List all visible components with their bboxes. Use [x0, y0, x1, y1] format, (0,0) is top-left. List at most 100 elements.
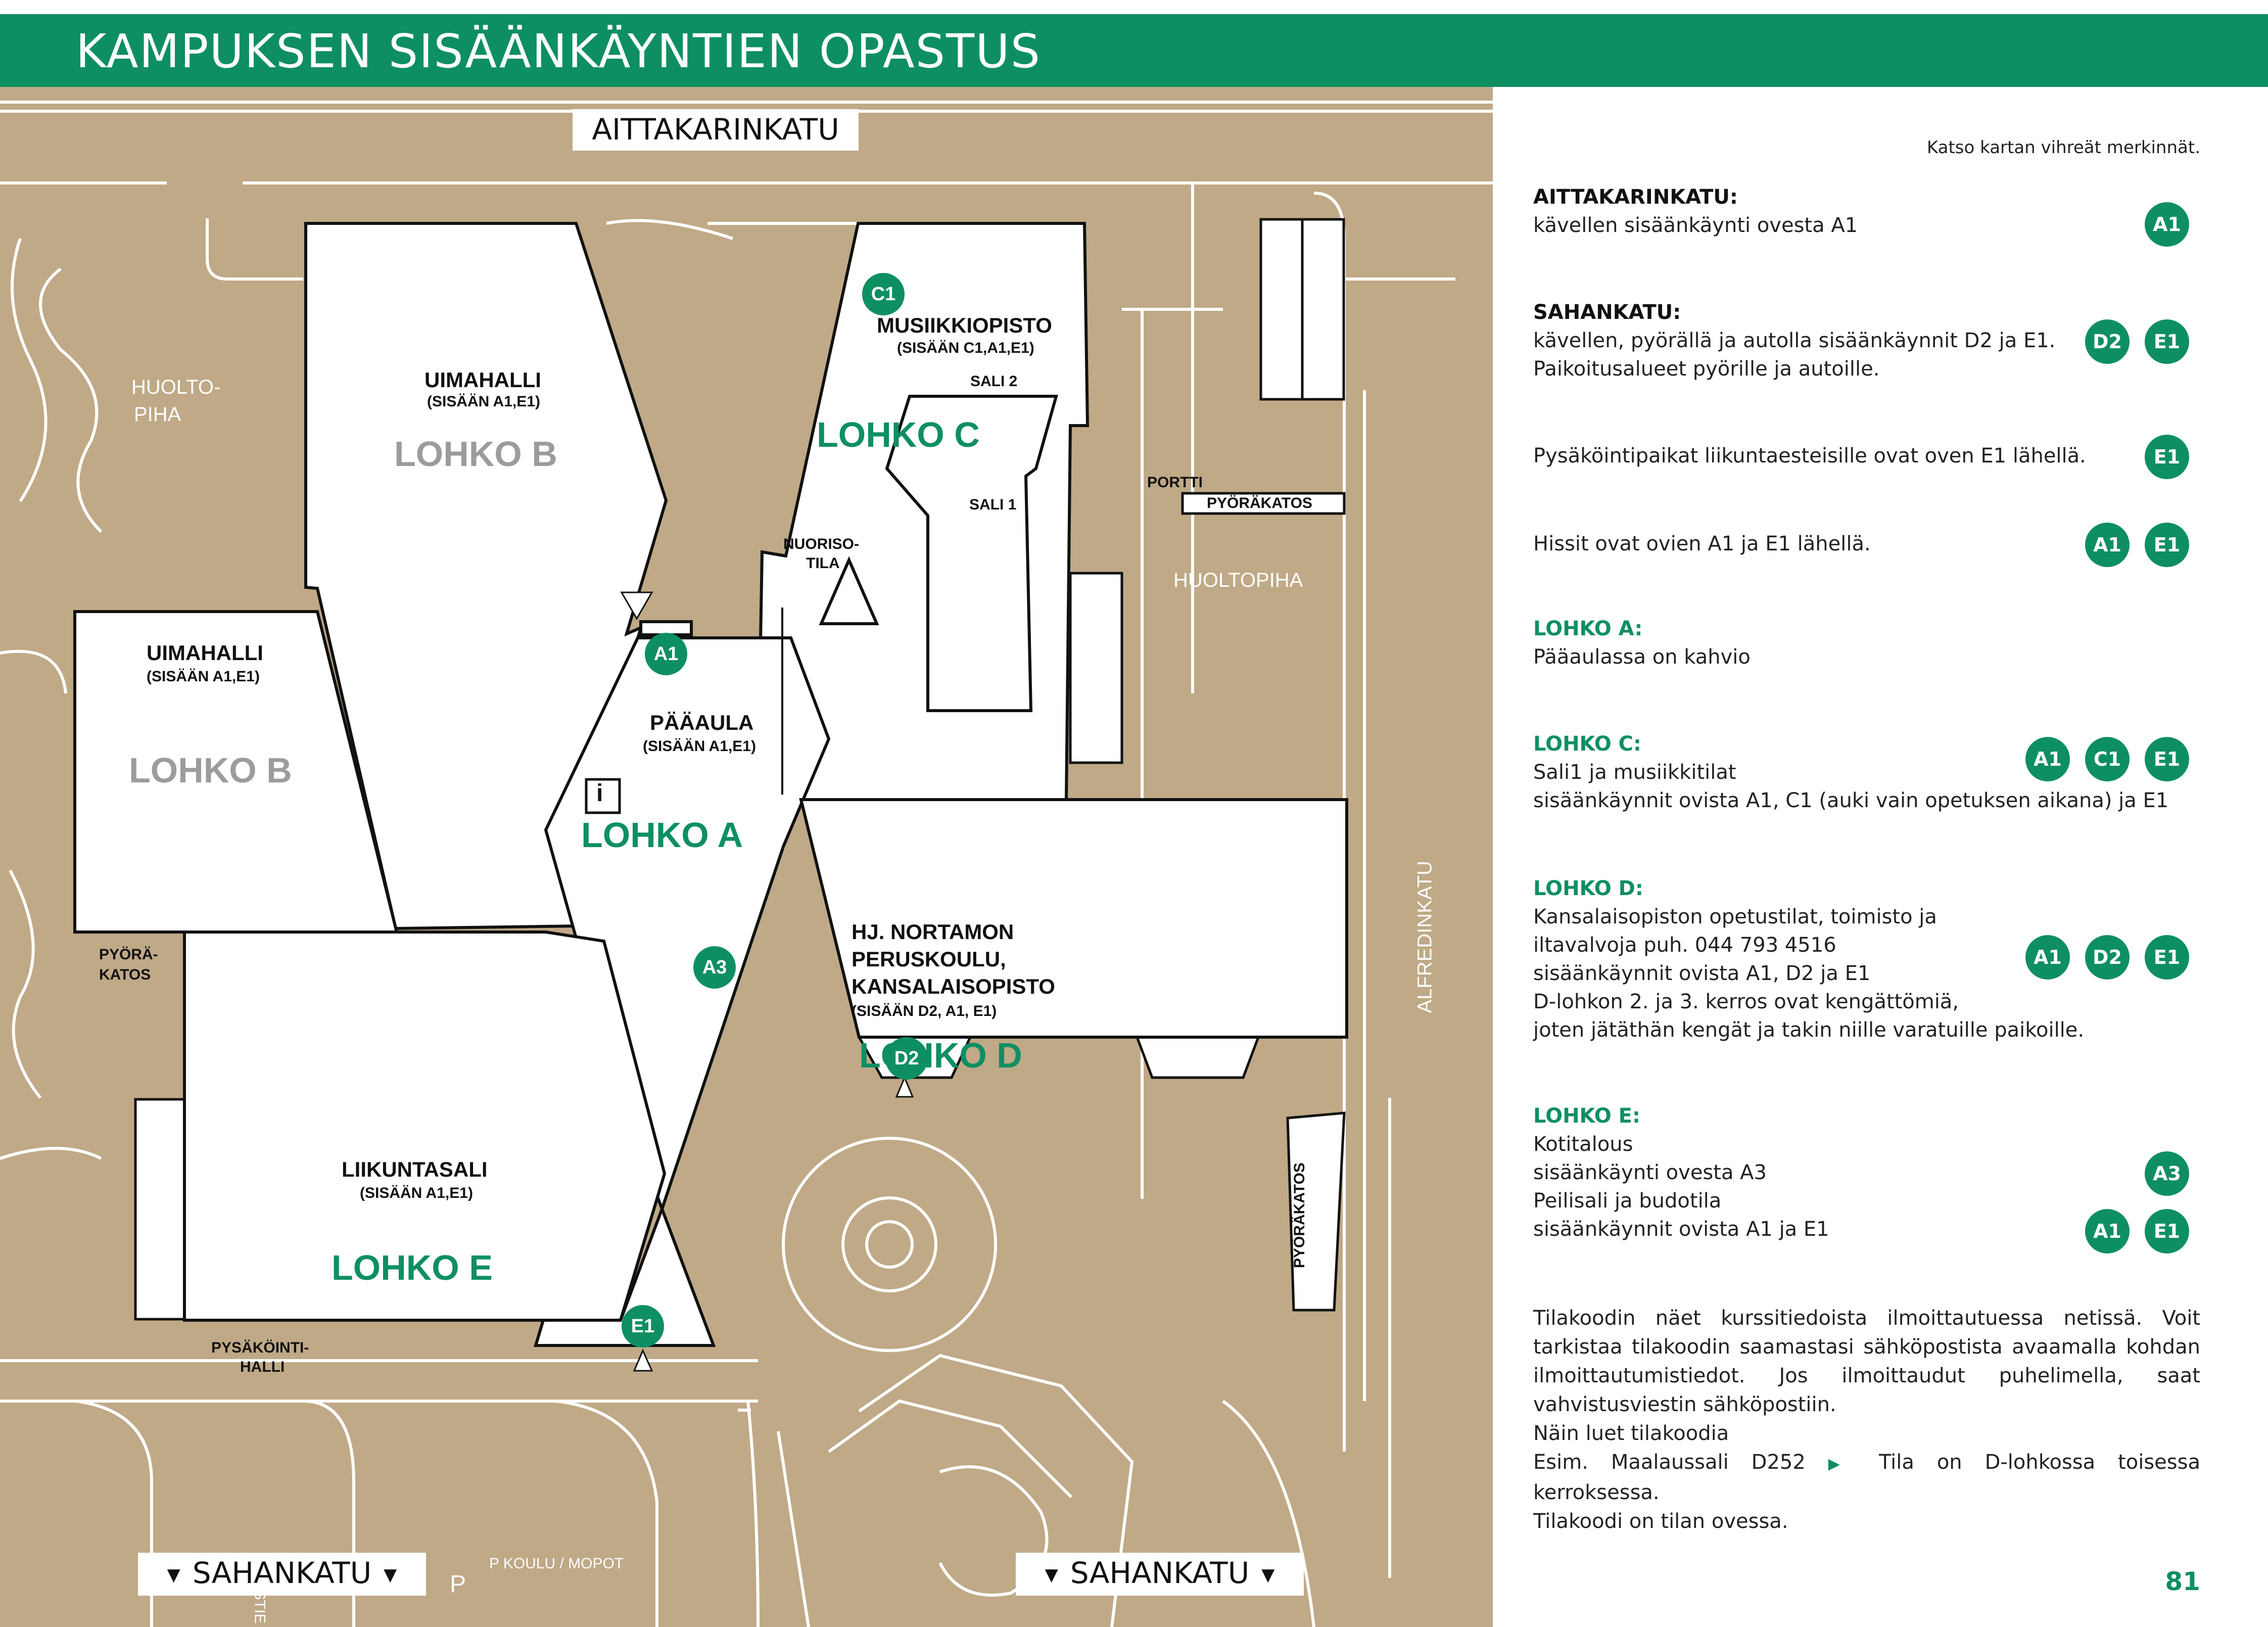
panel-intro: Katso kartan vihreät merkinnät.: [1926, 137, 2200, 158]
lohko-d: LOHKO D: [859, 1036, 1022, 1075]
street-sahankatu-west: ▼SAHANKATU▼: [138, 1553, 426, 1596]
note-example: Esim. Maalaussali D252 ▶ Tila on D-lohko…: [1533, 1448, 2200, 1507]
nortamo-line3: KANSALAISOPISTO: [852, 974, 1055, 998]
section-lohko-d-line1: Kansalaisopiston opetustilat, toimisto j…: [1533, 905, 1937, 928]
pyorakatos-east: PYÖRÄKATOS: [1291, 1163, 1308, 1268]
pysakointihalli-line1: PYSÄKÖINTI-: [211, 1339, 309, 1356]
section-lohko-d-line5: joten jätäthän kengät ja takin niille va…: [1533, 1018, 2085, 1042]
south-complex: [777, 1354, 1315, 1627]
roundabout: [782, 1137, 997, 1352]
badge-e1: E1: [2145, 935, 2189, 980]
triangle-right-icon: ▶: [1828, 1455, 1857, 1473]
pyorakatos-west-line1: PYÖRÄ-: [99, 946, 158, 963]
nuorisotila-line2: TILA: [806, 555, 840, 572]
street-sahankatu-east: ▼SAHANKATU▼: [1016, 1553, 1304, 1596]
section-lohko-c-heading: LOHKO C:: [1533, 732, 1642, 756]
uimahalli-top-sub: (SISÄÄN A1,E1): [427, 393, 540, 410]
nortamo-sub: (SISÄÄN D2, A1, E1): [852, 1003, 997, 1019]
pyorakatos-west-line2: KATOS: [99, 966, 151, 983]
section-lohko-c-line1: Sali1 ja musiikkitilat: [1533, 761, 1736, 784]
door-d2[interactable]: D2: [885, 1037, 928, 1080]
lohko-e: LOHKO E: [332, 1248, 493, 1287]
musiikkiopisto-sub: (SISÄÄN C1,A1,E1): [897, 340, 1034, 356]
badge-d2: D2: [2085, 319, 2130, 364]
lohko-b-top: LOHKO B: [394, 434, 557, 474]
liikuntasali-name: LIIKUNTASALI: [342, 1157, 488, 1181]
lohko-b-left: LOHKO B: [129, 751, 292, 790]
section-lohko-e-line2: sisäänkäynti ovesta A3: [1533, 1161, 1767, 1184]
nuorisotila-line1: NUORISO-: [783, 536, 859, 552]
road-lines: [0, 101, 1493, 1627]
uimahalli-top-name: UIMAHALLI: [424, 368, 541, 392]
stie-label: STIE: [251, 1590, 268, 1624]
section-elevators-line1: Hissit ovat ovien A1 ja E1 lähellä.: [1533, 532, 1871, 555]
pyorakatos-top: PYÖRÄKATOS: [1207, 495, 1312, 512]
section-lohko-e-line3: Peilisali ja budotila: [1533, 1189, 1722, 1213]
street-aittakarinkatu: AITTAKARINKATU: [573, 109, 859, 151]
sali2-label: SALI 2: [970, 373, 1018, 390]
section-lohko-e-line4: sisäänkäynnit ovista A1 ja E1: [1533, 1218, 1829, 1241]
chevron-down-icon: ▼: [1261, 1564, 1275, 1585]
badge-e1: E1: [2145, 1209, 2189, 1253]
info-panel: Katso kartan vihreät merkinnät. AITTAKAR…: [1493, 87, 2268, 1627]
badge-c1: C1: [2085, 737, 2130, 781]
huoltopiha-west-line2: PIHA: [134, 403, 181, 426]
title-bar: KAMPUKSEN SISÄÄNKÄYNTIEN OPASTUS: [0, 14, 2268, 87]
section-lohko-d-heading: LOHKO D:: [1533, 877, 1643, 900]
section-lohko-e-heading: LOHKO E:: [1533, 1104, 1640, 1128]
section-lohko-d-line2: iltavalvoja puh. 044 793 4516: [1533, 934, 1836, 957]
badge-a1: A1: [2085, 1209, 2130, 1253]
pysakointihalli-line2: HALLI: [240, 1359, 285, 1375]
badge-a1: A1: [2085, 523, 2130, 567]
sali1-label: SALI 1: [969, 496, 1017, 513]
section-lohko-c-line2: sisäänkäynnit ovista A1, C1 (auki vain o…: [1533, 789, 2169, 812]
note-example-left: Esim. Maalaussali D252: [1533, 1451, 1806, 1474]
nortamo-line2: PERUSKOULU,: [852, 947, 1006, 971]
parking-p: P: [450, 1571, 466, 1598]
badge-a1: A1: [2025, 737, 2070, 781]
ne-structures: [134, 218, 1346, 1321]
portti-label: PORTTI: [1147, 474, 1203, 491]
entrance-arrows: [633, 1076, 914, 1372]
badge-d2: D2: [2085, 935, 2130, 980]
lohko-c: LOHKO C: [817, 415, 980, 454]
badge-a1: A1: [2025, 935, 2070, 980]
section-lohko-a-heading: LOHKO A:: [1533, 617, 1643, 640]
badge-a1: A1: [2145, 202, 2189, 247]
info-box: [585, 778, 621, 814]
p-koulu-mopot: P KOULU / MOPOT: [489, 1555, 624, 1572]
section-sahankatu-line2: Paikoitusalueet pyörille ja autoille.: [1533, 357, 1880, 381]
section-lohko-a-line1: Pääaulassa on kahvio: [1533, 645, 1751, 669]
campus-map: AITTAKARINKATU ▼SAHANKATU▼ ▼SAHANKATU▼ A…: [0, 87, 1493, 1627]
liikuntasali-sub: (SISÄÄN A1,E1): [360, 1185, 473, 1201]
info-icon: i: [596, 780, 603, 807]
door-a3[interactable]: A3: [693, 946, 736, 989]
section-lohko-e-line1: Kotitalous: [1533, 1133, 1633, 1156]
badge-e1: E1: [2145, 737, 2189, 781]
note-example-right: Tila on D-lohkossa toisessa kerroksessa.: [1533, 1451, 2200, 1504]
section-lohko-d-line3: sisäänkäynnit ovista A1, D2 ja E1: [1533, 962, 1871, 985]
note-line4: Tilakoodi on tilan ovessa.: [1533, 1510, 1788, 1533]
paaaula-name: PÄÄAULA: [650, 711, 754, 734]
page-title: KAMPUKSEN SISÄÄNKÄYNTIEN OPASTUS: [76, 24, 1041, 78]
section-sahankatu-line1: kävellen, pyörällä ja autolla sisäänkäyn…: [1533, 329, 2056, 352]
uimahalli-left-name: UIMAHALLI: [147, 641, 263, 665]
chevron-down-icon: ▼: [1045, 1564, 1058, 1585]
tilakoodi-note: Tilakoodin näet kurssitiedoista ilmoitta…: [1533, 1304, 2200, 1536]
section-lohko-d-line4: D-lohkon 2. ja 3. kerros ovat kengättömi…: [1533, 990, 1959, 1013]
west-paths: [0, 238, 103, 1160]
huoltopiha-west-line1: HUOLTO-: [131, 376, 221, 398]
street-alfredinkatu: ALFREDINKATU: [1413, 860, 1436, 1013]
section-aittakarinkatu-line1: kävellen sisäänkäynti ovesta A1: [1533, 214, 1858, 237]
door-a1[interactable]: A1: [645, 633, 687, 675]
badge-e1: E1: [2145, 523, 2189, 567]
uimahalli-left-sub: (SISÄÄN A1,E1): [147, 668, 260, 685]
chevron-down-icon: ▼: [384, 1564, 397, 1585]
note-line2: Näin luet tilakoodia: [1533, 1422, 1729, 1445]
door-e1[interactable]: E1: [622, 1305, 664, 1347]
section-aittakarinkatu-heading: AITTAKARINKATU:: [1533, 185, 1738, 209]
badge-e1: E1: [2145, 319, 2189, 364]
page-number: 81: [2165, 1567, 2200, 1596]
badge-e1: E1: [2145, 435, 2189, 479]
door-c1[interactable]: C1: [862, 273, 905, 315]
